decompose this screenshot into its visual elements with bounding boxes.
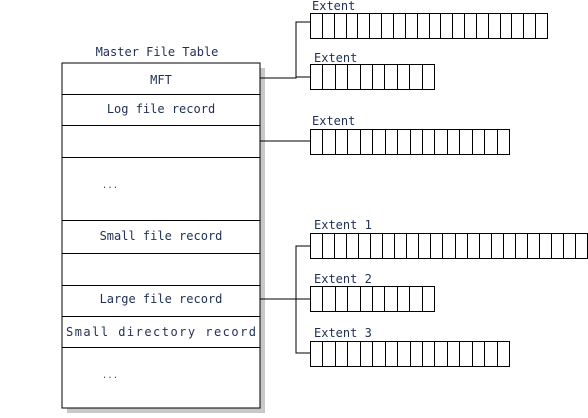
extent-4: Extent 1 bbox=[310, 218, 588, 259]
extent-3: Extent bbox=[310, 114, 510, 155]
table-row-label: Large file record bbox=[100, 292, 223, 306]
connector-lines bbox=[260, 21, 310, 354]
table-row-label: Small file record bbox=[100, 229, 223, 243]
table-title: Master File Table bbox=[96, 45, 219, 59]
row-ellipsis: ... bbox=[102, 181, 118, 191]
extent-label: Extent bbox=[312, 0, 355, 13]
extent-2: Extent bbox=[310, 51, 435, 90]
row-ellipsis: ... bbox=[102, 371, 118, 381]
extent-5: Extent 2 bbox=[310, 272, 435, 312]
extent-label: Extent 2 bbox=[314, 272, 372, 286]
extent-label: Extent 1 bbox=[314, 218, 372, 232]
table-frame bbox=[61, 62, 261, 409]
extent-strip bbox=[310, 233, 588, 259]
table-row-label: Log file record bbox=[107, 102, 215, 116]
extent-label: Extent bbox=[312, 114, 355, 128]
extent-6: Extent 3 bbox=[310, 326, 510, 367]
extent-label: Extent 3 bbox=[314, 326, 372, 340]
extent-label: Extent bbox=[314, 51, 357, 65]
table-row-label: Small directory record bbox=[66, 325, 256, 339]
mft-connector bbox=[260, 21, 310, 79]
extent-1: Extent bbox=[310, 0, 548, 39]
large-file-connector bbox=[260, 245, 310, 354]
table-row-label: MFT bbox=[150, 73, 172, 87]
